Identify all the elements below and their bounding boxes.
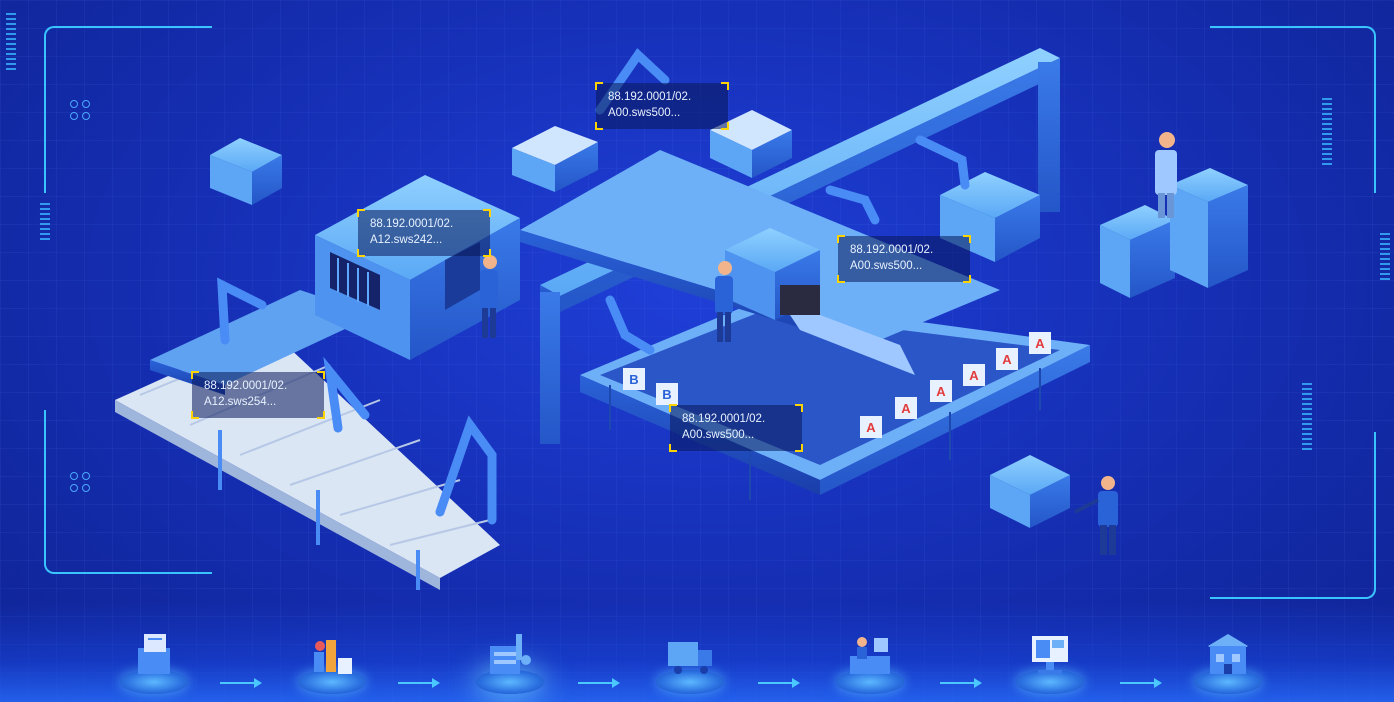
crate-letter: A (936, 384, 946, 399)
conveyor-right-loop (580, 300, 1090, 500)
hud-ticks-left-mid (40, 200, 50, 243)
crate-a-6: A (1029, 332, 1051, 354)
device-tag-top[interactable]: 88.192.0001/02. A00.sws500... (595, 82, 729, 130)
device-tag-left-conveyor[interactable]: 88.192.0001/02. A12.sws254... (191, 371, 325, 419)
stage-logistics[interactable] (652, 614, 728, 694)
crate-a-4: A (963, 364, 985, 386)
crate-b-1: B (623, 368, 645, 390)
device-tag-lathe[interactable]: 88.192.0001/02. A00.sws500... (837, 235, 971, 283)
stage-data-report[interactable] (294, 614, 370, 694)
crate-letter: A (1035, 336, 1045, 351)
stage-factory-production[interactable] (472, 614, 548, 694)
device-tag-line2: A00.sws500... (682, 429, 755, 441)
worker-inspector (1155, 132, 1177, 218)
crate-a-5: A (996, 348, 1018, 370)
device-tag-line1: 88.192.0001/02. (682, 413, 766, 425)
flow-arrow-icon (1120, 678, 1162, 688)
stage-store[interactable] (1190, 614, 1266, 694)
device-tag-line1: 88.192.0001/02. (850, 244, 934, 256)
flow-arrow-icon (940, 678, 982, 688)
device-tag-right-conveyor[interactable]: 88.192.0001/02. A00.sws500... (669, 404, 803, 452)
flow-arrow-icon (398, 678, 440, 688)
device-tag-line1: 88.192.0001/02. (370, 218, 454, 230)
worker-center-machine (480, 255, 498, 338)
top-machines (512, 110, 792, 192)
crate-letter: A (1002, 352, 1012, 367)
hud-ticks-right (1322, 95, 1332, 168)
crate-a-3: A (930, 380, 952, 402)
crate-stack-far-right (1100, 168, 1248, 298)
hud-corner-bottom-right (1210, 432, 1376, 599)
flow-arrow-icon (220, 678, 262, 688)
device-tag-line2: A00.sws500... (608, 107, 681, 119)
crate-letter: B (662, 387, 671, 402)
crate-letter: A (901, 401, 911, 416)
hud-corner-top-left (44, 26, 212, 193)
flow-arrow-icon (578, 678, 620, 688)
worker-lathe (715, 261, 733, 342)
hud-dots-top (70, 100, 92, 122)
crate-a-2: A (895, 397, 917, 419)
device-tag-line1: 88.192.0001/02. (608, 91, 692, 103)
hud-dots-bottom (70, 472, 92, 494)
crate-stack-topleft (210, 138, 282, 205)
crate-letter: A (866, 420, 876, 435)
storefront-icon (1204, 628, 1252, 682)
factory-illustration: B B A A A A A A (115, 48, 1248, 590)
device-tag-line2: A00.sws500... (850, 260, 923, 272)
dashboard-screen-icon (1026, 628, 1074, 682)
pallet-crates (990, 455, 1070, 528)
crate-letter: B (629, 372, 638, 387)
letter-crates: B B A A A A A A (623, 332, 1051, 438)
hud-corner-top-right (1210, 26, 1376, 193)
worker-pallet-jack (1074, 476, 1118, 555)
factory-production-icon (486, 628, 534, 682)
crate-letter: A (969, 368, 979, 383)
hud-corner-bottom-left (44, 410, 212, 574)
flow-arrow-icon (758, 678, 800, 688)
truck-icon (666, 628, 714, 682)
device-tag-line1: 88.192.0001/02. (204, 380, 288, 392)
device-tag-line2: A12.sws242... (370, 234, 443, 246)
hud-ticks-right-edge (1380, 230, 1390, 283)
lathe-machine (725, 228, 915, 375)
stage-operator[interactable] (832, 614, 908, 694)
hud-ticks-left (6, 10, 16, 73)
device-tag-center-machine[interactable]: 88.192.0001/02. A12.sws242... (357, 209, 491, 257)
stage-dashboard[interactable] (1012, 614, 1088, 694)
data-report-icon (308, 628, 356, 682)
crate-a-1: A (860, 416, 882, 438)
stage-monitor[interactable] (116, 614, 192, 694)
crate-b-2: B (656, 383, 678, 405)
robot-arms (217, 48, 970, 525)
device-tag-line2: A12.sws254... (204, 396, 277, 408)
hud-ticks-right-low (1302, 380, 1312, 453)
operator-station-icon (846, 628, 894, 682)
monitor-stand-icon (130, 628, 178, 682)
workers (480, 132, 1177, 555)
